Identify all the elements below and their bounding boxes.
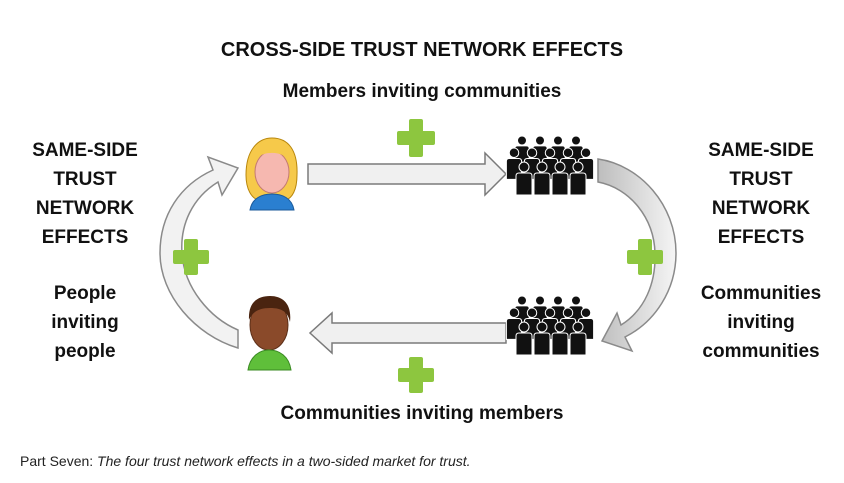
left-loop-line: People [53, 283, 117, 304]
crowd-person-body [551, 172, 569, 196]
crowd-person-head [572, 321, 584, 333]
crowd-person-body [551, 332, 569, 356]
bottom-arrow-label: Communities inviting members [280, 403, 564, 424]
left-same-side-line: TRUST [53, 169, 117, 190]
crowd-person-head [553, 135, 563, 146]
right-loop-label: Communities inviting communities [678, 279, 844, 366]
left-same-side-heading: SAME-SIDE TRUST NETWORK EFFECTS [0, 136, 170, 252]
right-same-side-line: SAME-SIDE [708, 140, 814, 161]
plus-icon-left [173, 239, 209, 275]
crowd-person-body [569, 332, 587, 356]
crowd-person-head [536, 321, 548, 333]
crowd-person-head [526, 307, 538, 318]
crowd-person-head [535, 295, 545, 306]
crowd-person-body [515, 172, 533, 196]
crowd-icon-bottom [505, 295, 595, 356]
crowd-person-body [515, 332, 533, 356]
crowd-person-head [544, 307, 556, 318]
plus-icon-right [627, 239, 663, 275]
right-loop-line: inviting [727, 312, 795, 333]
crowd-person-head [536, 161, 548, 173]
crowd-person-head [580, 147, 592, 158]
right-loop-line: communities [702, 341, 820, 362]
caption-text: The four trust network effects in a two-… [97, 453, 471, 469]
left-loop-line: inviting [51, 312, 119, 333]
top-arrow [307, 151, 508, 197]
plus-icon-bottom [398, 357, 434, 393]
crowd-person-head [554, 321, 566, 333]
right-same-side-line: NETWORK [711, 198, 811, 219]
crowd-person-head [553, 295, 563, 306]
crowd-person-head [571, 295, 581, 306]
crowd-person-head [580, 307, 592, 318]
crowd-person-head [562, 307, 574, 318]
left-loop-label: People inviting people [0, 279, 170, 366]
crowd-person-head [518, 321, 530, 333]
woman-avatar-icon [245, 137, 298, 211]
crowd-person-head [535, 135, 545, 146]
left-same-side-line: NETWORK [35, 198, 135, 219]
crowd-person-head [562, 147, 574, 158]
crowd-person-body [533, 332, 551, 356]
crowd-person-head [571, 135, 581, 146]
figure-caption: Part Seven: The four trust network effec… [20, 453, 471, 469]
crowd-person-body [533, 172, 551, 196]
crowd-person-head [544, 147, 556, 158]
crowd-person-head [518, 161, 530, 173]
left-same-side-line: EFFECTS [41, 227, 129, 248]
crowd-person-head [554, 161, 566, 173]
left-curved-arrow [159, 155, 240, 350]
right-loop-line: Communities [700, 283, 822, 304]
bottom-arrow [308, 311, 507, 355]
left-same-side-line: SAME-SIDE [32, 140, 138, 161]
crowd-person-head [508, 307, 520, 318]
right-curved-arrow [597, 158, 677, 353]
top-arrow-label: Members inviting communities [282, 81, 562, 102]
diagram-title: CROSS-SIDE TRUST NETWORK EFFECTS [220, 39, 624, 61]
crowd-person-head [572, 161, 584, 173]
crowd-icon-top [505, 135, 595, 196]
crowd-person-head [526, 147, 538, 158]
crowd-person-head [508, 147, 520, 158]
crowd-person-body [569, 172, 587, 196]
right-same-side-line: TRUST [729, 169, 793, 190]
plus-icon-top [397, 119, 435, 157]
caption-prefix: Part Seven: [20, 453, 98, 469]
man-avatar-icon [247, 296, 292, 371]
crowd-person-head [517, 295, 527, 306]
crowd-person-head [517, 135, 527, 146]
left-loop-line: people [54, 341, 116, 362]
right-same-side-line: EFFECTS [717, 227, 805, 248]
right-same-side-heading: SAME-SIDE TRUST NETWORK EFFECTS [678, 136, 844, 252]
